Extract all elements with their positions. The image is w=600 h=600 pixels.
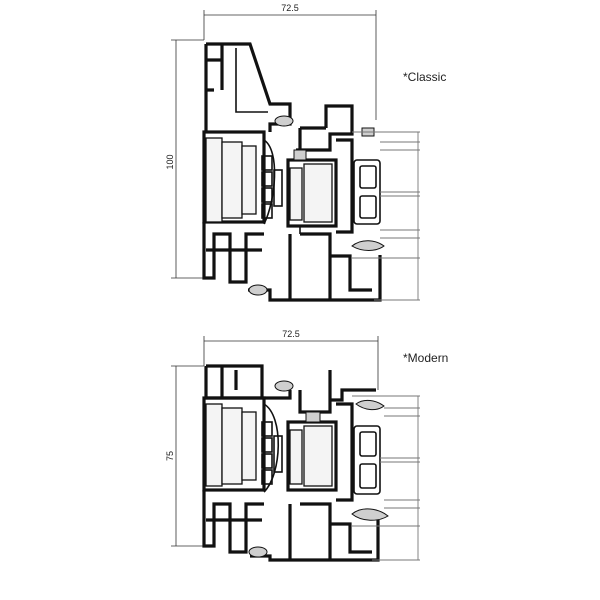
classic-frame-profile	[202, 42, 382, 302]
modern-insulation-main	[221, 407, 243, 485]
classic-width-label: 72.5	[281, 3, 299, 13]
classic-section: 72.5 100 *Classic	[165, 3, 446, 302]
modern-width-dimension: 72.5	[203, 329, 379, 390]
modern-thermal-break	[261, 403, 283, 493]
classic-width-dimension: 72.5	[203, 3, 377, 120]
modern-frame-profile	[202, 364, 380, 562]
modern-variant-label: *Modern	[403, 351, 448, 365]
modern-height-dimension: 75	[165, 365, 204, 547]
modern-section: 72.5 75 *Modern	[165, 329, 448, 562]
classic-height-dimension: 100	[165, 39, 204, 279]
modern-insulation-left	[205, 403, 223, 487]
classic-glazing-unit	[352, 131, 420, 301]
classic-insulation-main	[221, 141, 243, 219]
classic-sash-profile	[286, 104, 354, 234]
modern-width-label: 72.5	[282, 329, 300, 339]
classic-thermal-break	[261, 139, 283, 225]
modern-glazing-unit	[352, 395, 420, 561]
modern-gaskets	[248, 380, 389, 558]
classic-insulation-inner	[241, 145, 257, 215]
classic-insulation-left	[205, 137, 223, 223]
classic-variant-label: *Classic	[403, 70, 446, 84]
modern-sash-profile	[286, 370, 376, 502]
modern-insulation-inner	[241, 411, 257, 481]
modern-height-label: 75	[165, 451, 175, 461]
classic-height-label: 100	[165, 154, 175, 169]
